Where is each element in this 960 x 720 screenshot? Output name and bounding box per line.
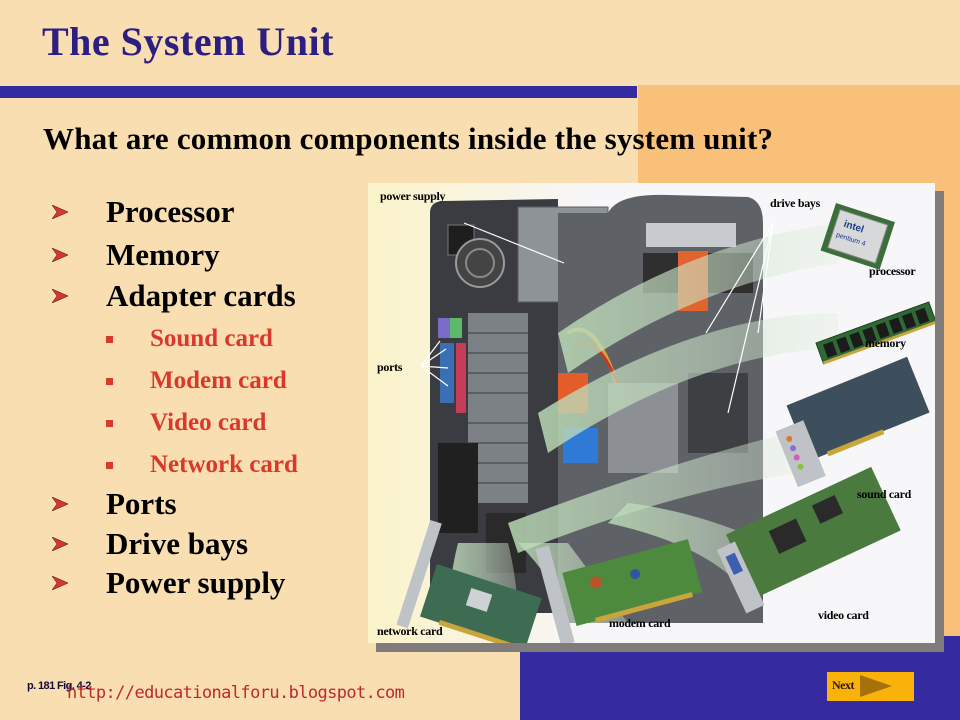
bullet-item: Ports: [52, 486, 177, 522]
bullet-label: Drive bays: [106, 526, 249, 561]
label-power-supply: power supply: [380, 189, 446, 203]
arrowhead-bullet-icon: [52, 289, 68, 303]
label-processor: processor: [869, 264, 916, 278]
system-unit-illustration: intel pentium 4: [368, 183, 935, 643]
arrow-right-icon: [860, 675, 892, 697]
sound-card-icon: [775, 356, 930, 488]
bullet-label: Adapter cards: [106, 278, 296, 313]
sub-bullet-label: Modem card: [150, 367, 287, 394]
bullet-item: Power supply: [52, 565, 285, 601]
sub-bullet-item: Sound card: [106, 325, 273, 353]
square-bullet-icon: [106, 419, 113, 427]
sub-bullet-label: Video card: [150, 409, 267, 436]
next-label: Next: [832, 678, 855, 692]
label-sound-card: sound card: [857, 487, 912, 501]
bullet-item: Memory: [52, 237, 220, 273]
bullet-item: Adapter cards: [52, 278, 296, 314]
network-card-icon: [396, 519, 542, 643]
arrowhead-bullet-icon: [52, 205, 68, 219]
slide-question: What are common components inside the sy…: [43, 121, 774, 156]
title-rule: [0, 86, 637, 98]
blue-accent-corner: [944, 636, 960, 650]
square-bullet-icon: [106, 335, 113, 343]
label-memory: memory: [865, 336, 906, 350]
label-video-card: video card: [818, 608, 869, 622]
bullet-label: Processor: [106, 194, 235, 229]
arrowhead-bullet-icon: [52, 537, 68, 551]
system-unit-figure: intel pentium 4: [368, 183, 935, 643]
figure-citation: p. 181 Fig. 4-2: [27, 680, 91, 692]
bullet-item: Processor: [52, 194, 235, 230]
bullet-label: Power supply: [106, 565, 286, 600]
sub-bullet-label: Network card: [150, 451, 298, 478]
sub-bullet-item: Video card: [106, 409, 266, 437]
arrowhead-bullet-icon: [52, 497, 68, 511]
label-drive-bays: drive bays: [770, 196, 821, 210]
video-card-icon: [716, 466, 901, 614]
sub-bullet-item: Network card: [106, 451, 298, 479]
bullet-label: Memory: [106, 237, 220, 272]
processor-chip-icon: intel pentium 4: [820, 203, 895, 270]
bullet-item: Drive bays: [52, 526, 248, 562]
slide-title: The System Unit: [42, 19, 334, 64]
label-ports: ports: [377, 360, 403, 374]
sub-bullet-item: Modem card: [106, 367, 287, 395]
bullet-label: Ports: [106, 486, 177, 521]
square-bullet-icon: [106, 377, 113, 385]
memory-module-icon: [815, 301, 935, 365]
label-modem-card: modem card: [609, 616, 671, 630]
arrowhead-bullet-icon: [52, 248, 68, 262]
square-bullet-icon: [106, 461, 113, 469]
next-button[interactable]: Next: [827, 672, 914, 701]
label-network-card: network card: [377, 624, 443, 638]
sub-bullet-label: Sound card: [150, 325, 273, 352]
source-url[interactable]: http://educationalforu.blogspot.com: [67, 683, 405, 703]
modem-card-icon: [535, 539, 703, 643]
arrowhead-bullet-icon: [52, 576, 68, 590]
